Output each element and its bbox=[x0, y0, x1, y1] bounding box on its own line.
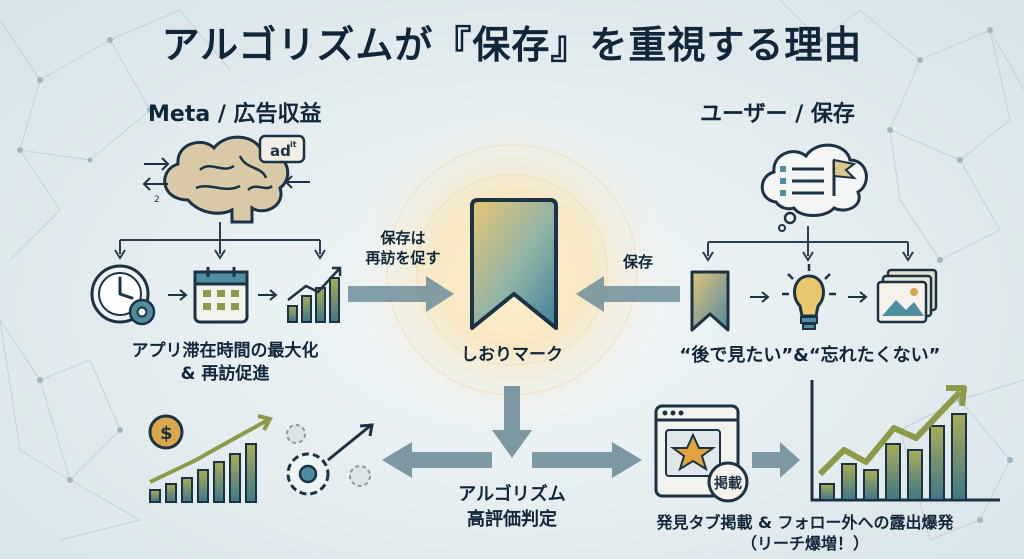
arrow-to-reach-chart bbox=[752, 442, 800, 478]
left-arrow-label-line-1: 保存は bbox=[380, 229, 426, 247]
clock-gear-icon bbox=[90, 264, 156, 326]
ad-badge-sup: it bbox=[290, 140, 297, 149]
gear-icon bbox=[128, 298, 156, 326]
left-branch-connector bbox=[114, 222, 326, 260]
dollar-gear-icon: $ bbox=[148, 414, 184, 450]
thought-cloud-icon bbox=[760, 143, 868, 232]
growth-chart-icon bbox=[287, 266, 342, 323]
bookmark-icon bbox=[470, 198, 558, 330]
left-caption-line-2: & 再訪促進 bbox=[180, 364, 270, 384]
bottom-right-caption-line-1: 発見タブ掲載 & フォロー外への露出爆発 bbox=[656, 513, 954, 532]
flag-icon bbox=[832, 158, 857, 196]
left-arrow-label-line-2: 再訪を促す bbox=[365, 249, 441, 267]
center-label: しおりマーク bbox=[461, 345, 563, 365]
bottom-center-label-line-2: 高評価判定 bbox=[467, 509, 557, 530]
left-caption: アプリ滞在時間の最大化 & 再訪促進 bbox=[90, 340, 360, 386]
gear-icon bbox=[286, 452, 330, 496]
left-caption-line-1: アプリ滞在時間の最大化 bbox=[131, 341, 319, 361]
arrow-bottom-right bbox=[532, 442, 642, 478]
small-bookmark-icon bbox=[690, 270, 730, 332]
arrow-right-to-center bbox=[576, 276, 680, 312]
bottom-center-label: アルゴリズム 高評価判定 bbox=[432, 482, 592, 532]
bottom-center-label-line-1: アルゴリズム bbox=[458, 484, 566, 505]
brain-group: ad it 2 bbox=[142, 134, 310, 224]
checklist-icon bbox=[780, 166, 824, 196]
lightbulb-icon bbox=[782, 264, 836, 330]
gallery-icon bbox=[876, 268, 938, 324]
left-header: Meta / 広告収益 bbox=[148, 102, 322, 127]
gears-icon bbox=[286, 423, 374, 496]
left-arrow-label: 保存は 再訪を促す bbox=[358, 228, 448, 268]
ad-badge-text: ad bbox=[270, 142, 291, 160]
ad-badge: ad it bbox=[258, 134, 306, 164]
arrow-left-to-center bbox=[348, 276, 454, 312]
bottom-right-caption: 発見タブ掲載 & フォロー外への露出爆発 （リーチ爆増！） bbox=[610, 512, 1000, 554]
right-arrow-label: 保存 bbox=[622, 253, 653, 271]
tiny-mark: 2 bbox=[154, 195, 160, 205]
reach-growth-chart-icon bbox=[810, 380, 1000, 502]
bottom-right-caption-line-2: （リーチ爆増！） bbox=[740, 534, 869, 553]
page-title: アルゴリズムが『保存』を重視する理由 bbox=[161, 23, 863, 67]
arrow-center-down bbox=[492, 386, 532, 458]
arrow-bottom-left bbox=[382, 442, 492, 478]
calendar-icon bbox=[193, 267, 249, 324]
svg-text:$: $ bbox=[160, 423, 173, 444]
right-branch-connector bbox=[702, 226, 914, 262]
right-caption: “後で見たい”&“忘れたくない” bbox=[679, 345, 941, 366]
star-window-icon: 掲載 bbox=[654, 404, 749, 503]
revenue-growth-chart-icon: $ bbox=[148, 414, 273, 503]
right-header: ユーザー / 保存 bbox=[700, 102, 855, 127]
featured-badge-text: 掲載 bbox=[714, 475, 742, 492]
